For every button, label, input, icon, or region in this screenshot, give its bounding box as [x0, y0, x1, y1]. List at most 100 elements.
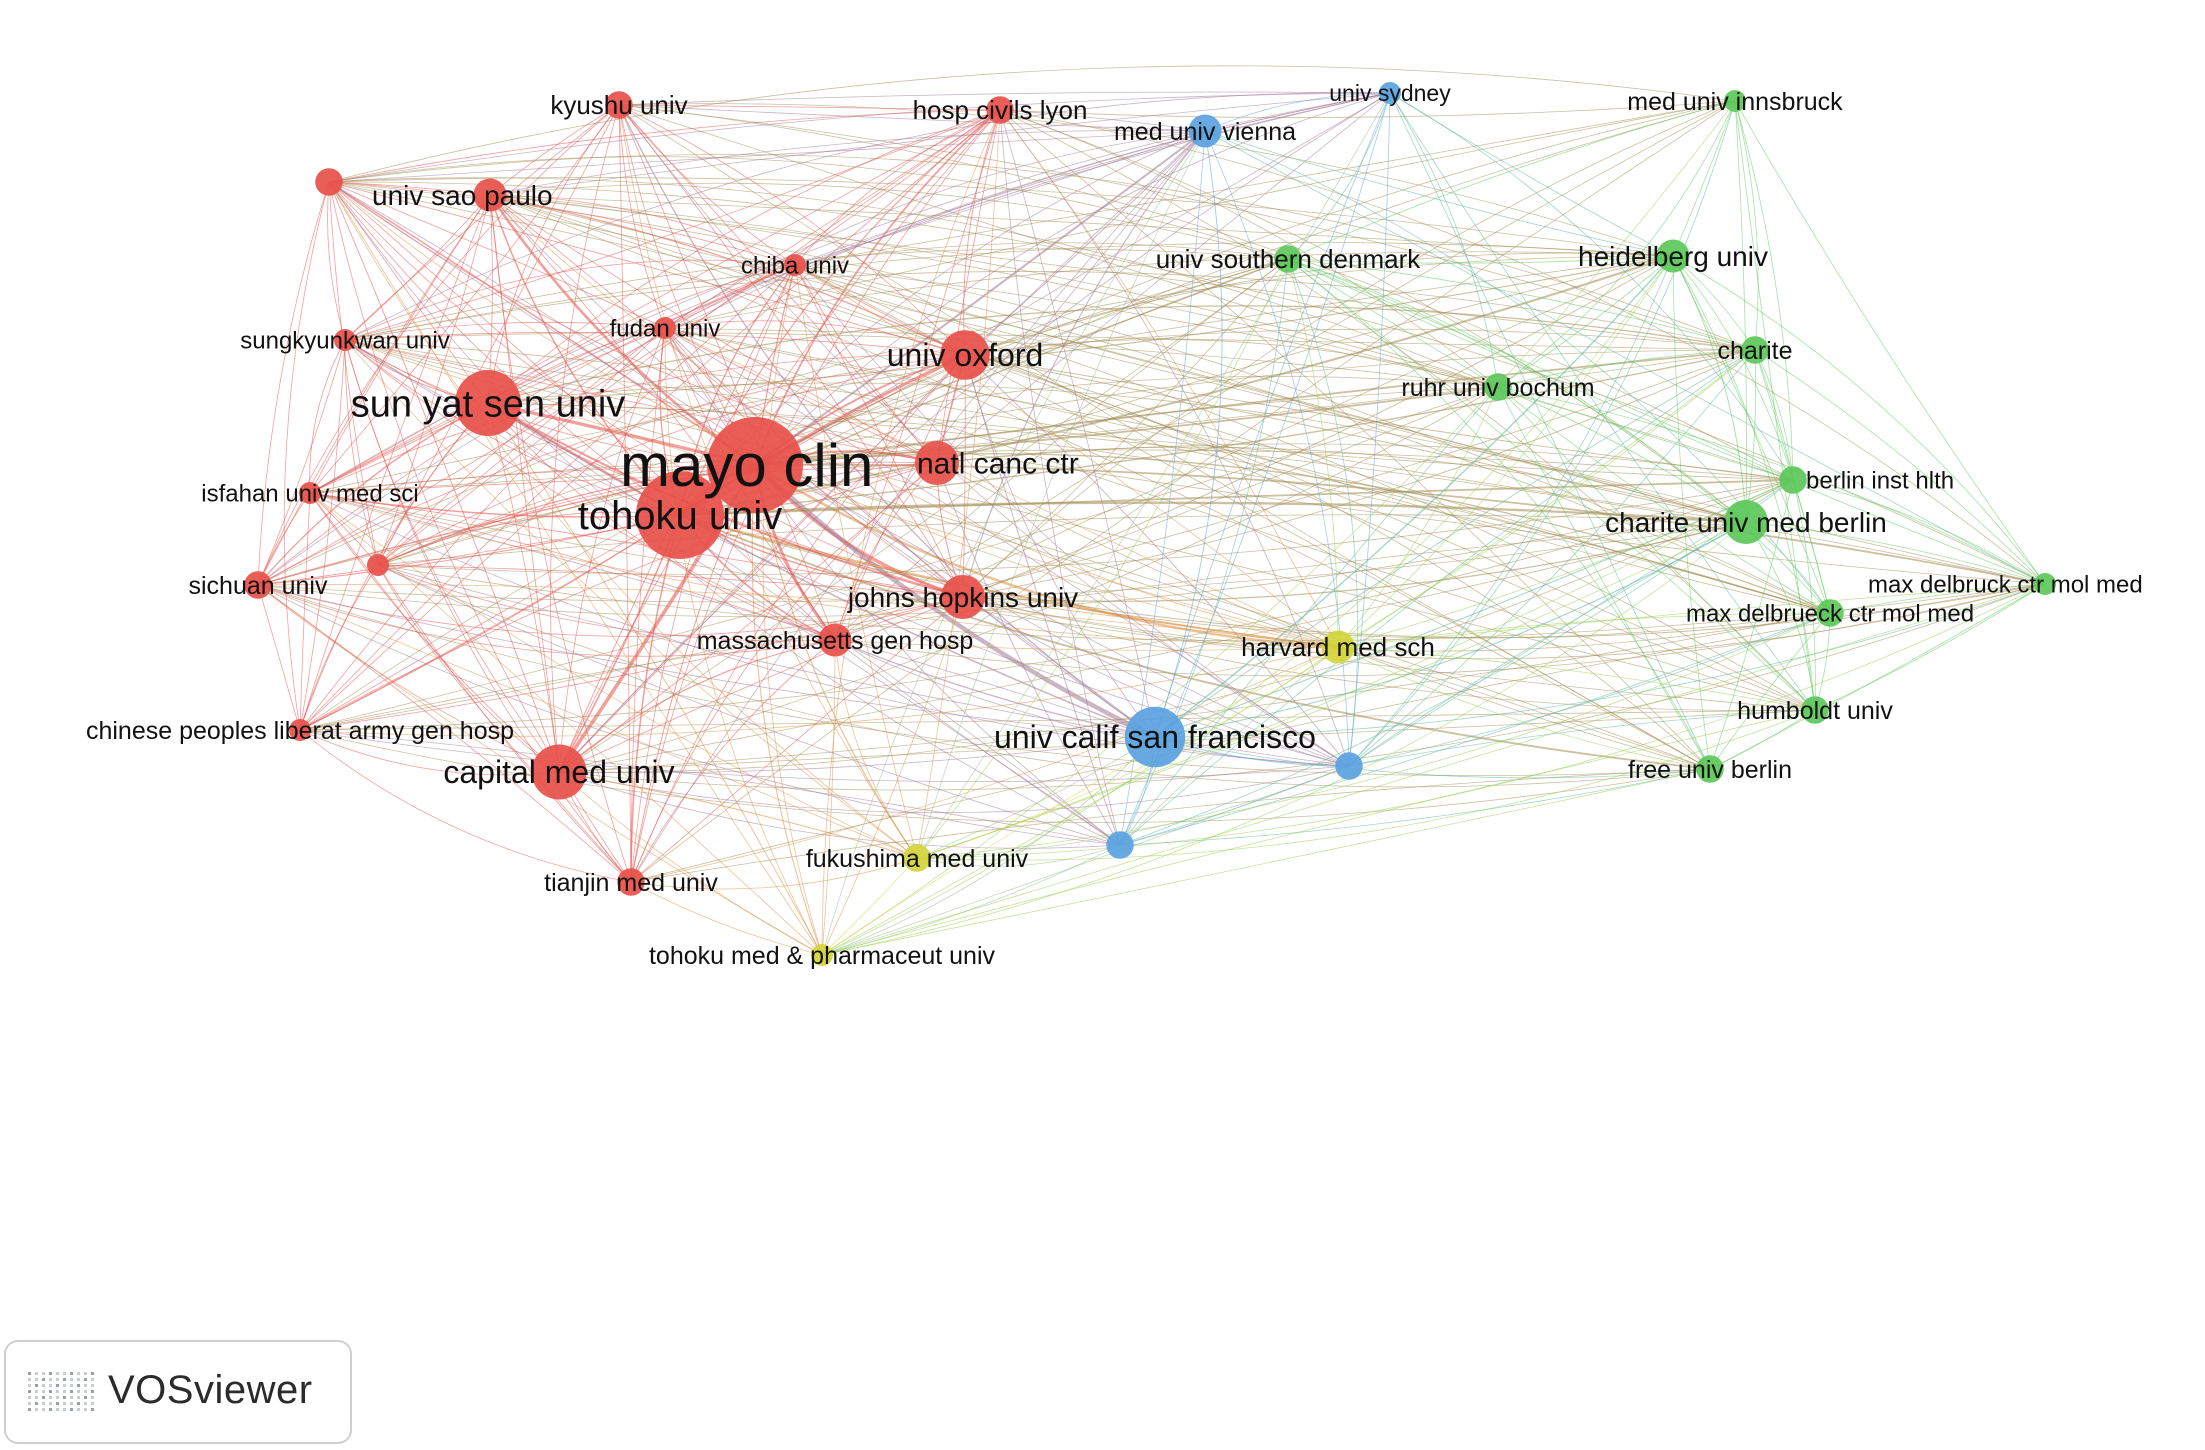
- network-link: [618, 104, 836, 641]
- node-sichuan[interactable]: [244, 571, 272, 599]
- node-label-sunyat: sun yat sen univ: [351, 383, 626, 425]
- node-ruhr[interactable]: [1484, 373, 1512, 401]
- node-chinesepla[interactable]: [289, 719, 311, 741]
- node-sydney[interactable]: [1379, 82, 1401, 104]
- logo-dot: [70, 1372, 73, 1375]
- logo-dot: [56, 1396, 59, 1399]
- node-delbrueck[interactable]: [1816, 599, 1844, 627]
- network-link: [257, 339, 346, 586]
- node-hopkins[interactable]: [941, 575, 985, 619]
- network-link: [962, 130, 1206, 598]
- network-link: [489, 104, 620, 196]
- node-medvienna[interactable]: [1188, 114, 1222, 148]
- network-link: [344, 339, 1831, 614]
- node-label-natlcanc: natl canc ctr: [917, 448, 1079, 481]
- logo-dot: [42, 1390, 45, 1393]
- network-link: [344, 104, 620, 341]
- network-link: [1709, 583, 2046, 770]
- network-link: [377, 564, 1121, 846]
- node-massgen[interactable]: [818, 623, 852, 657]
- node-chiba[interactable]: [784, 254, 806, 276]
- node-fudan[interactable]: [654, 317, 676, 339]
- node-oxford[interactable]: [940, 330, 990, 380]
- node-sunyat[interactable]: [455, 370, 521, 436]
- network-link: [1745, 521, 1816, 711]
- node-natlcanc[interactable]: [915, 441, 959, 485]
- node-label-charitemed: charite univ med berlin: [1605, 507, 1887, 538]
- network-link: [916, 130, 1206, 859]
- node-harvard[interactable]: [1321, 630, 1355, 664]
- node-tianjin[interactable]: [617, 868, 645, 896]
- network-link: [999, 109, 1206, 132]
- node-label-ruhr: ruhr univ bochum: [1401, 374, 1594, 402]
- node-fukushima[interactable]: [903, 844, 931, 872]
- network-link: [1497, 386, 1816, 711]
- node-mayo[interactable]: [707, 417, 803, 513]
- network-link: [821, 255, 1674, 956]
- network-link: [487, 255, 1674, 404]
- node-isfahan[interactable]: [299, 482, 321, 504]
- network-link: [916, 844, 1121, 867]
- network-nodes: [244, 82, 2056, 966]
- node-charitemed[interactable]: [1724, 500, 1768, 544]
- logo-dot: [63, 1396, 66, 1399]
- logo-dot: [70, 1378, 73, 1381]
- logo-dot: [84, 1384, 87, 1387]
- network-link: [487, 402, 823, 956]
- network-link: [344, 331, 966, 356]
- network-link: [936, 255, 1674, 464]
- node-label-berlininst: berlin inst hlth: [1806, 467, 1954, 494]
- node-unlabeled4[interactable]: [1106, 831, 1134, 859]
- node-heidelberg[interactable]: [1656, 239, 1690, 273]
- node-unlabeled1[interactable]: [315, 168, 343, 196]
- network-link: [794, 92, 1391, 266]
- network-link: [1497, 386, 2046, 585]
- node-label-sichuan: sichuan univ: [189, 572, 328, 600]
- node-humboldt[interactable]: [1801, 696, 1829, 724]
- node-lyon[interactable]: [986, 96, 1014, 124]
- network-link: [1672, 255, 2046, 585]
- node-unlabeled2[interactable]: [367, 554, 389, 576]
- node-unlabeled3[interactable]: [1335, 752, 1363, 780]
- network-link: [328, 92, 1391, 183]
- network-link: [821, 646, 1339, 956]
- node-label-ucsf: univ calif san francisco: [994, 719, 1316, 755]
- logo-dot: [70, 1390, 73, 1393]
- node-berlininst[interactable]: [1779, 466, 1807, 494]
- logo-dot: [56, 1378, 59, 1381]
- network-link: [1287, 258, 1831, 614]
- network-link: [309, 492, 560, 773]
- node-delbruck[interactable]: [2034, 573, 2056, 595]
- network-link: [1734, 100, 1747, 523]
- logo-dot: [77, 1408, 80, 1411]
- network-link: [1337, 612, 1831, 648]
- logo-dot: [63, 1402, 66, 1405]
- node-tohoku[interactable]: [636, 471, 724, 559]
- node-freeberlin[interactable]: [1696, 755, 1724, 783]
- logo-dot: [42, 1408, 45, 1411]
- node-ucsf[interactable]: [1124, 706, 1186, 768]
- logo-dot: [84, 1372, 87, 1375]
- network-link: [344, 339, 964, 598]
- node-saopaulo[interactable]: [473, 178, 507, 212]
- network-link: [1287, 92, 1391, 260]
- network-link: [299, 646, 1339, 737]
- network-link: [1154, 130, 1223, 738]
- network-link: [630, 881, 823, 956]
- network-link: [1348, 612, 1831, 767]
- node-capital[interactable]: [531, 744, 587, 800]
- network-link: [1119, 386, 1499, 846]
- network-link: [916, 92, 1391, 859]
- network-link: [328, 181, 1350, 767]
- node-sungkyunkwan[interactable]: [334, 329, 356, 351]
- node-charite[interactable]: [1741, 336, 1769, 364]
- node-sdenmark[interactable]: [1274, 245, 1302, 273]
- node-innsbruck[interactable]: [1724, 90, 1746, 112]
- node-kyushu[interactable]: [605, 91, 633, 119]
- node-tohokumed[interactable]: [811, 944, 833, 966]
- network-link: [964, 354, 1156, 738]
- network-link: [487, 92, 1391, 404]
- network-link: [834, 583, 2046, 677]
- network-link: [630, 639, 836, 883]
